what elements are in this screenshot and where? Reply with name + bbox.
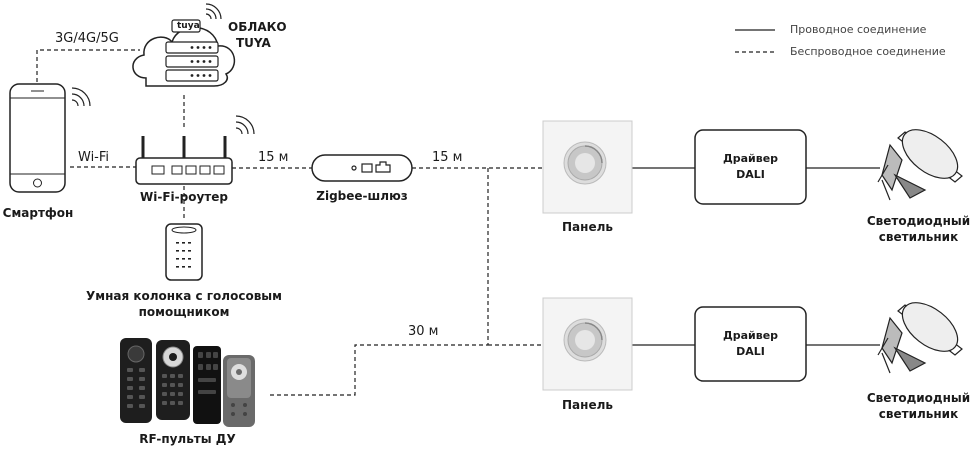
driver-bottom-line1: Драйвер xyxy=(722,329,779,342)
cloud-label-line2: TUYA xyxy=(236,36,271,50)
smartphone-icon xyxy=(9,83,66,193)
dali-driver-bottom-box xyxy=(694,306,807,382)
router-icon xyxy=(135,136,233,185)
remotes-distance-label: 30 м xyxy=(408,324,439,339)
link-remotes-panel xyxy=(270,344,488,396)
panel-top-label: Панель xyxy=(562,220,613,234)
tuya-logo-text: tuya xyxy=(177,21,200,31)
smart-speaker-icon xyxy=(165,223,203,281)
smartphone-label: Смартфон xyxy=(2,206,74,220)
legend-wired-label: Проводное соединение xyxy=(790,23,927,36)
mobile-network-label: 3G/4G/5G xyxy=(55,31,119,46)
router-wifi-signal-icon xyxy=(235,115,255,135)
driver-top-line1: Драйвер xyxy=(722,152,779,165)
legend-wireless-label: Беспроводное соединение xyxy=(790,45,946,58)
lamp-top-label-line1: Светодиодный xyxy=(866,214,971,228)
router-label: Wi-Fi-роутер xyxy=(140,190,228,204)
panel-bottom-icon xyxy=(542,297,633,391)
rf-remotes-icon xyxy=(120,338,255,427)
gateway-label: Zigbee-шлюз xyxy=(316,189,408,203)
led-downlight-top-icon xyxy=(877,129,963,201)
cloud-label-line1: ОБЛАКО xyxy=(228,20,287,34)
wifi-link-label: Wi-Fi xyxy=(78,150,110,165)
lamp-top-label-line2: светильник xyxy=(878,230,959,244)
driver-top-line2: DALI xyxy=(736,168,765,181)
wireless-links xyxy=(36,49,543,396)
wired-links xyxy=(632,167,880,346)
cloud-wifi-signal-icon xyxy=(205,3,222,20)
gateway-panel-distance: 15 м xyxy=(432,150,463,165)
dali-driver-top-box xyxy=(694,129,807,205)
wifi-signal-icon xyxy=(71,87,91,107)
led-downlight-bottom-icon xyxy=(877,302,963,374)
remotes-label: RF-пульты ДУ xyxy=(139,432,236,446)
speaker-label-line1: Умная колонка с голосовым xyxy=(86,289,282,303)
link-phone-cloud xyxy=(36,49,140,82)
zigbee-gateway-icon xyxy=(311,154,413,182)
router-gateway-distance: 15 м xyxy=(258,150,289,165)
driver-bottom-line2: DALI xyxy=(736,345,765,358)
panel-top-icon xyxy=(542,120,633,214)
panel-bottom-label: Панель xyxy=(562,398,613,412)
lamp-bottom-label-line1: Светодиодный xyxy=(866,391,971,405)
legend xyxy=(735,29,775,53)
lamp-bottom-label-line2: светильник xyxy=(878,407,959,421)
speaker-label-line2: помощником xyxy=(138,305,230,319)
tuya-cloud-icon xyxy=(132,19,236,87)
